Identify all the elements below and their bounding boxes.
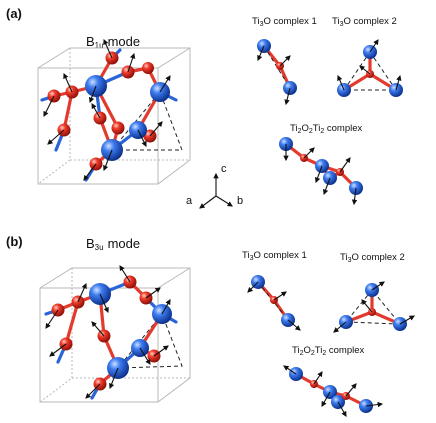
- complex-1-label-b: Ti3O complex 1: [242, 250, 307, 262]
- ti3o-complex-1-a: Ti3O complex 1: [252, 16, 317, 106]
- structure-b: [44, 265, 183, 400]
- unit-cell-a: [37, 47, 191, 185]
- panel-b-label: (b): [6, 234, 23, 249]
- ti3o-complex-2-a: Ti3O complex 2: [332, 16, 403, 97]
- complex-1-label-a: Ti3O complex 1: [252, 16, 317, 28]
- complex-2-label-b: Ti3O complex 2: [340, 252, 405, 264]
- ti2o2ti2-complex-b: Ti2O2Ti2 complex: [283, 345, 384, 417]
- axis-c-label: c: [221, 163, 227, 175]
- panel-a-label: (a): [6, 6, 22, 21]
- ti3o-complex-2-b: Ti3O complex 2: [333, 252, 415, 333]
- complex-3-label-a: Ti2O2Ti2 complex: [290, 123, 362, 135]
- axes-triad: c a b: [186, 163, 243, 209]
- ti3o-complex-1-b: Ti3O complex 1: [242, 250, 307, 331]
- complex-2-label-a: Ti3O complex 2: [332, 16, 397, 28]
- axis-a-label: a: [186, 195, 193, 207]
- axis-b-label: b: [237, 195, 243, 207]
- structure-a: [40, 38, 183, 182]
- ti2o2ti2-complex-a: Ti2O2Ti2 complex: [279, 123, 363, 206]
- complex-3-label-b: Ti2O2Ti2 complex: [292, 345, 364, 357]
